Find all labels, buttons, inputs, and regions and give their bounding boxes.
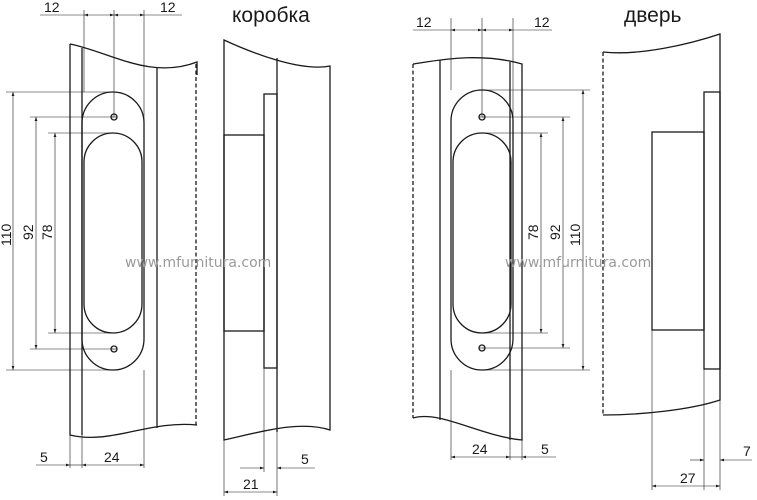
frame-dim-78: 78 (39, 224, 55, 240)
frame-dim-92: 92 (20, 224, 36, 240)
frame-dim-5: 5 (40, 449, 48, 465)
door-dim-5: 5 (541, 441, 549, 457)
door-title: дверь (624, 4, 682, 27)
frame-dim-top-right: 12 (160, 0, 176, 15)
door-dim-78: 78 (525, 224, 541, 240)
frame-side-plate (263, 93, 278, 369)
frame-front-outline (69, 43, 198, 439)
door-side-outline (602, 33, 721, 416)
frame-side-mortise (223, 134, 265, 332)
door-side-dim-7: 7 (743, 443, 751, 459)
door-dim-top-left: 12 (416, 14, 432, 30)
door-front-outline (412, 57, 523, 441)
frame-side-dim-21: 21 (243, 476, 259, 492)
frame-side-dim-5: 5 (301, 451, 309, 467)
door-front-view: 12 12 78 92 110 24 5 (412, 14, 590, 460)
frame-dim-110: 110 (0, 223, 14, 246)
door-side-plate (703, 91, 721, 370)
frame-dim-top-left: 12 (44, 0, 60, 15)
frame-side-view: 5 21 (223, 38, 331, 496)
watermark-right: www.mfurnitura.com (505, 255, 651, 271)
door-side-view: 7 27 (602, 33, 752, 490)
door-dim-top-right: 12 (534, 14, 550, 30)
door-side-mortise (651, 131, 705, 331)
frame-title: коробка (232, 4, 310, 27)
frame-hinge-outer (81, 91, 145, 371)
watermark-left: www.mfurnitura.com (125, 255, 271, 271)
door-dim-92: 92 (547, 224, 563, 240)
door-dim-110: 110 (567, 223, 583, 246)
frame-dim-24: 24 (104, 449, 120, 465)
door-hinge-outer (450, 89, 514, 371)
door-side-dim-27: 27 (680, 470, 696, 486)
frame-hinge-inner (83, 132, 143, 334)
frame-front-view: 12 12 110 92 78 5 24 (0, 0, 198, 468)
door-hinge-inner (452, 132, 512, 334)
door-dim-24: 24 (472, 441, 488, 457)
frame-side-outline (223, 38, 331, 441)
